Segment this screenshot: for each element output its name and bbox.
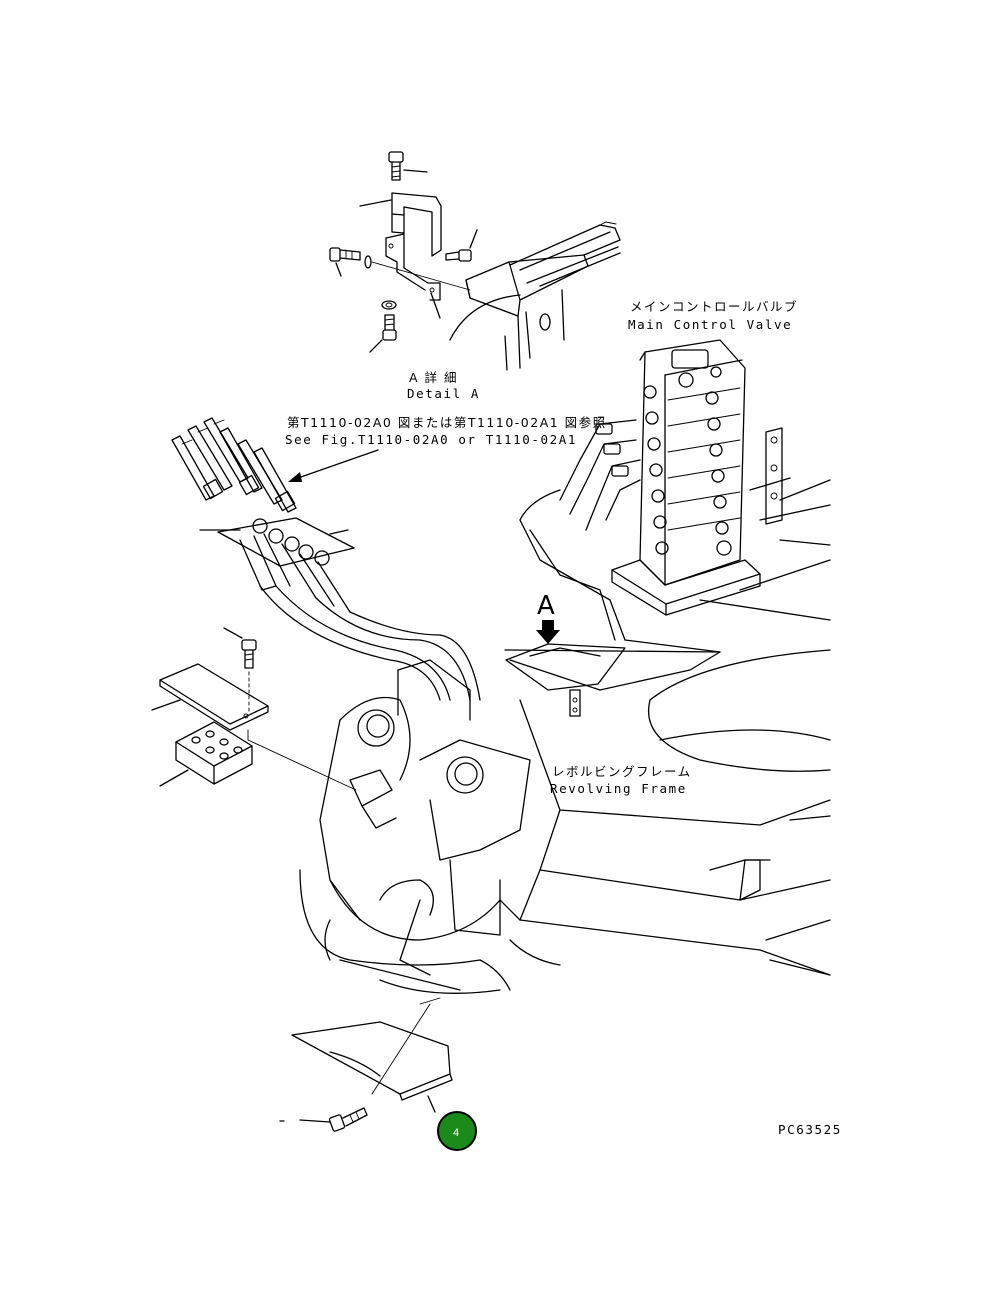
bolt-bottom	[369, 300, 397, 353]
detail-a-title-en: Detail A	[407, 386, 480, 401]
see-figure-note-en: See Fig.T1110-02A0 or T1110-02A1	[285, 432, 577, 447]
see-figure-note-jp: 第T1110-02A0 図または第T1110-02A1 図参照	[287, 415, 607, 430]
bracket	[359, 192, 442, 319]
main-control-valve-label-en: Main Control Valve	[628, 317, 792, 332]
leader-line-see-figure	[297, 449, 379, 479]
boom-foot	[299, 659, 531, 994]
bolt-cover	[279, 1107, 368, 1132]
arrowhead-see-figure	[288, 472, 302, 482]
hose-clamp	[449, 221, 621, 371]
callout-marker[interactable]: 4	[437, 1111, 477, 1151]
bolt-left	[329, 247, 471, 291]
hose-plate	[199, 517, 481, 701]
revolving-frame-label-en: Revolving Frame	[550, 781, 687, 796]
view-arrow-icon	[536, 620, 560, 644]
bolt-top	[388, 151, 428, 181]
hose-fittings-group	[171, 417, 297, 513]
view-arrow-letter: A	[537, 591, 555, 621]
drawing-number: PC63525	[778, 1122, 842, 1137]
bolt-right	[445, 229, 478, 262]
bottom-cover-plate	[279, 997, 453, 1132]
detail-a-illustration: A 詳 細 Detail A	[329, 151, 621, 401]
main-control-valve	[559, 339, 791, 616]
revolving-frame	[499, 479, 831, 976]
detail-a-title-jp: A 詳 細	[409, 370, 458, 385]
main-control-valve-label-jp: メインコントロールバルブ	[630, 299, 798, 314]
pad-and-block	[151, 627, 357, 791]
callout-number: 4	[453, 1127, 459, 1139]
revolving-frame-label-jp: レボルビングフレーム	[552, 764, 692, 779]
